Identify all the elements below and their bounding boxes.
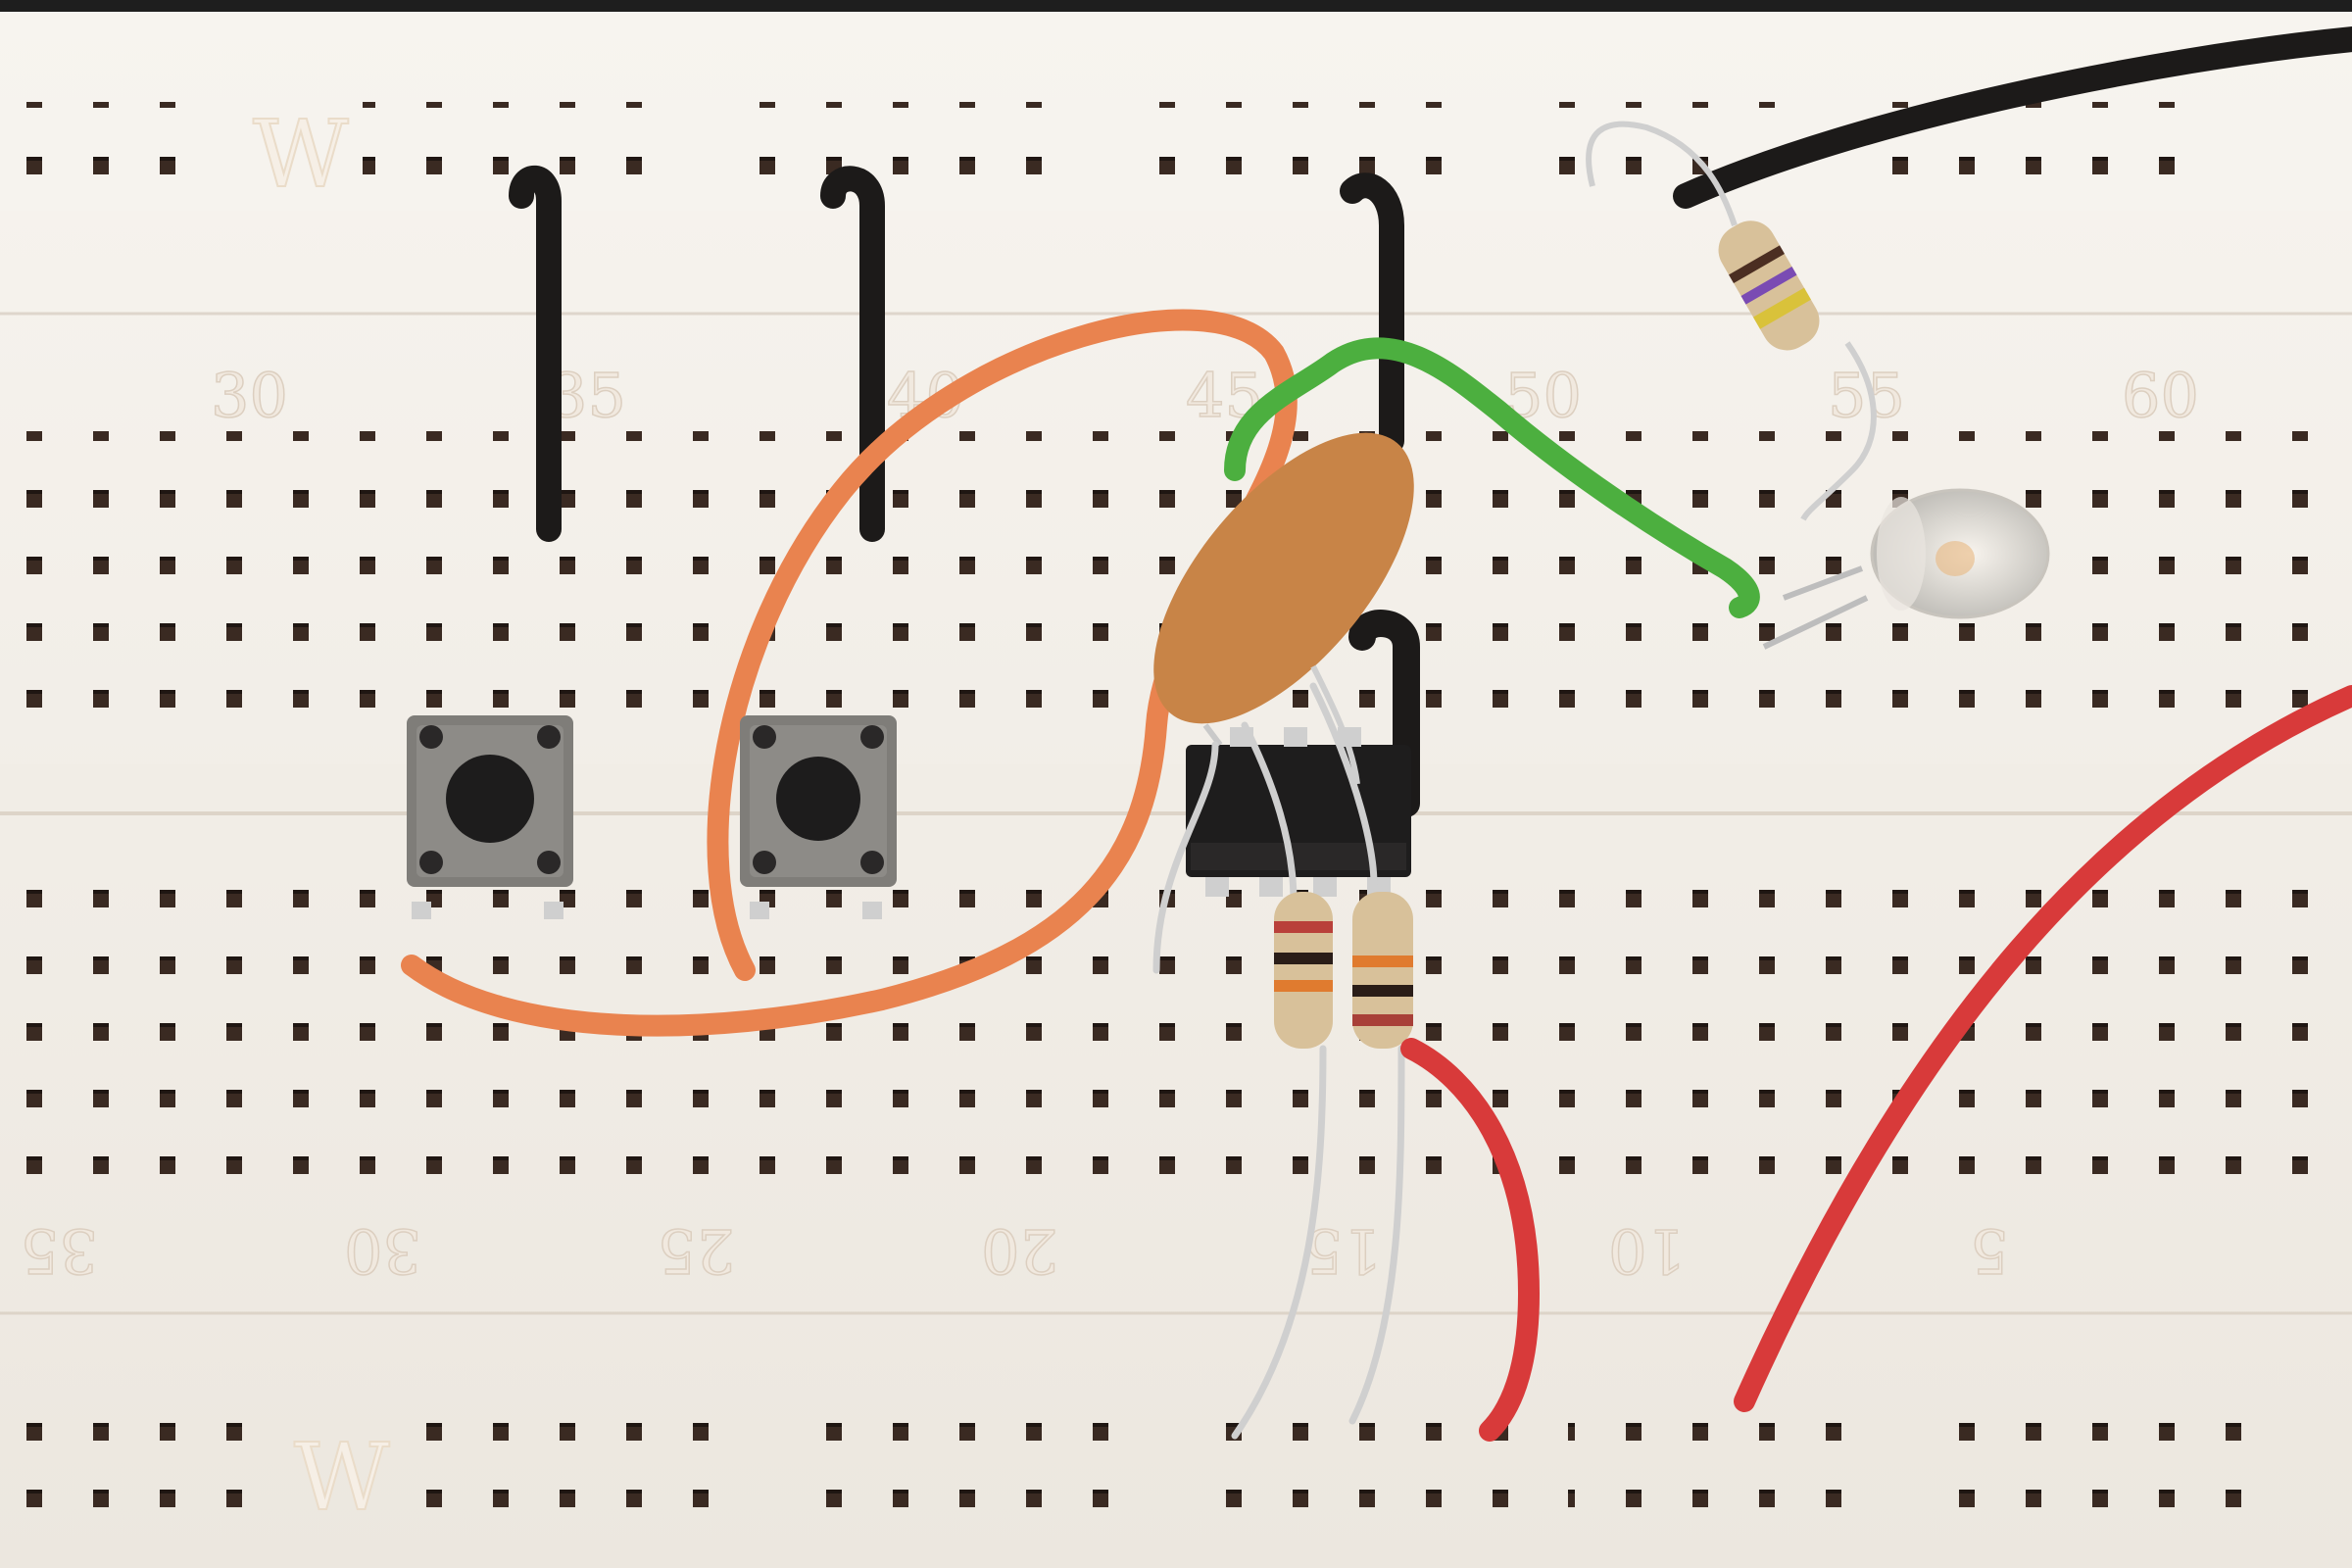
lower-terminal-strip <box>0 862 2332 1196</box>
pushbutton-1 <box>407 715 573 919</box>
svg-text:5: 5 <box>1971 1215 2009 1287</box>
pushbutton-2 <box>740 715 897 919</box>
logo-w-top: W <box>253 101 349 209</box>
svg-text:25: 25 <box>658 1215 735 1287</box>
svg-text:55: 55 <box>1828 360 1905 431</box>
svg-text:20: 20 <box>981 1215 1058 1287</box>
svg-text:15: 15 <box>1304 1215 1382 1287</box>
bottom-column-numbers: 35 30 25 20 15 10 5 <box>20 1214 2009 1288</box>
green-wire <box>1224 337 1760 618</box>
ceramic-capacitor <box>1153 432 1414 785</box>
component-leads <box>1152 682 1405 1440</box>
ic-chip <box>1186 727 1411 897</box>
clear-led <box>1762 488 2050 650</box>
resistor-left <box>1274 892 1333 1049</box>
black-jumper-wires <box>509 26 2352 817</box>
svg-text:10: 10 <box>1608 1215 1686 1287</box>
logo-w-bottom: W <box>294 1424 390 1532</box>
svg-text:35: 35 <box>549 360 626 431</box>
svg-text:60: 60 <box>2122 360 2199 431</box>
svg-text:30: 30 <box>344 1215 421 1287</box>
resistor-right <box>1352 892 1413 1049</box>
bottom-power-rail <box>0 1401 2283 1509</box>
svg-text:30: 30 <box>211 360 288 431</box>
top-power-rail <box>0 98 2352 211</box>
svg-text:35: 35 <box>21 1215 98 1287</box>
led-resistor <box>1586 121 1877 521</box>
red-wires <box>1400 685 2352 1442</box>
